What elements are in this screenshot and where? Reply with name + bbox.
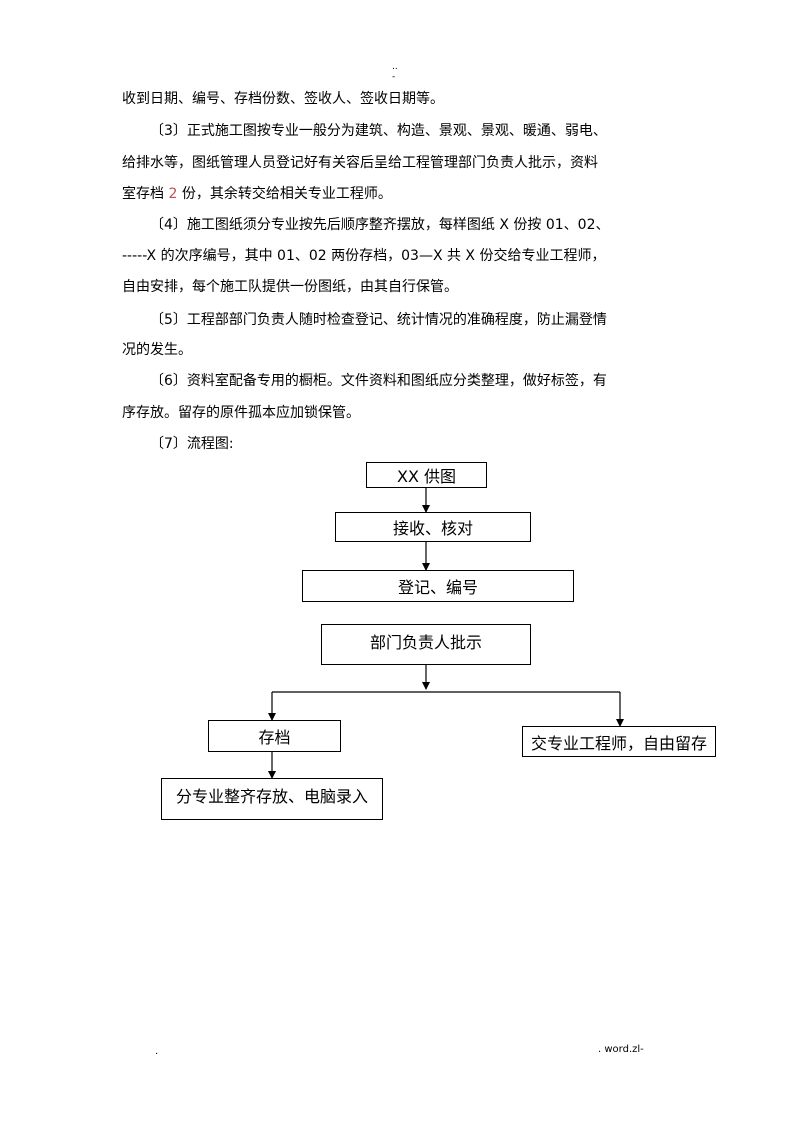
paragraph-3-line-2: 给排水等，图纸管理人员登记好有关容后呈给工程管理部门负责人批示，资料 bbox=[122, 155, 598, 171]
paragraph-4-line-1: 〔4〕施工图纸须分专业按先后顺序整齐摆放，每样图纸 X 份按 01、02、 bbox=[150, 217, 610, 233]
flow-branch-engineer: 交专业工程师，自由留存 bbox=[522, 726, 716, 757]
header-mark-dots: .. bbox=[392, 62, 398, 72]
flow-step-supply: XX 供图 bbox=[366, 462, 487, 488]
flow-branch-archive: 存档 bbox=[208, 720, 341, 752]
paragraph-0-line-1: 收到日期、编号、存档份数、签收人、签收日期等。 bbox=[122, 91, 444, 107]
paragraph-3-line-3-start: 室存档 bbox=[122, 186, 169, 202]
flow-step-manager-approval: 部门负责人批示 bbox=[321, 624, 531, 665]
paragraph-5-line-1: 〔5〕工程部部门负责人随时检查登记、统计情况的准确程度，防止漏登情 bbox=[150, 312, 607, 328]
paragraph-3-line-3-end: 份，其余转交给相关专业工程师。 bbox=[177, 186, 392, 202]
paragraph-3-line-1: 〔3〕正式施工图按专业一般分为建筑、构造、景观、景观、暖通、弱电、 bbox=[150, 123, 607, 139]
archive-count: 2 bbox=[168, 186, 178, 202]
flow-step-register-number: 登记、编号 bbox=[302, 570, 574, 602]
paragraph-5-line-2: 况的发生。 bbox=[122, 342, 192, 358]
paragraph-3-line-3: 室存档 2 份，其余转交给相关专业工程师。 bbox=[122, 184, 392, 204]
footer-left-mark: . bbox=[155, 1046, 159, 1057]
paragraph-4-line-2: -----X 的次序编号，其中 01、02 两份存档，03—X 共 X 份交给专… bbox=[122, 248, 606, 264]
flow-step-store-enter: 分专业整齐存放、电脑录入 bbox=[161, 778, 383, 820]
paragraph-7-line-1: 〔7〕流程图: bbox=[150, 436, 234, 452]
paragraph-4-line-3: 自由安排，每个施工队提供一份图纸，由其自行保管。 bbox=[122, 279, 458, 295]
paragraph-6-line-1: 〔6〕资料室配备专用的橱柜。文件资料和图纸应分类整理，做好标签，有 bbox=[150, 373, 607, 389]
flow-step-receive-check: 接收、核对 bbox=[335, 512, 531, 542]
header-mark-dash: - bbox=[392, 72, 396, 82]
paragraph-6-line-2: 序存放。留存的原件孤本应加锁保管。 bbox=[122, 405, 360, 421]
footer-right-mark: . word.zl- bbox=[598, 1044, 644, 1055]
